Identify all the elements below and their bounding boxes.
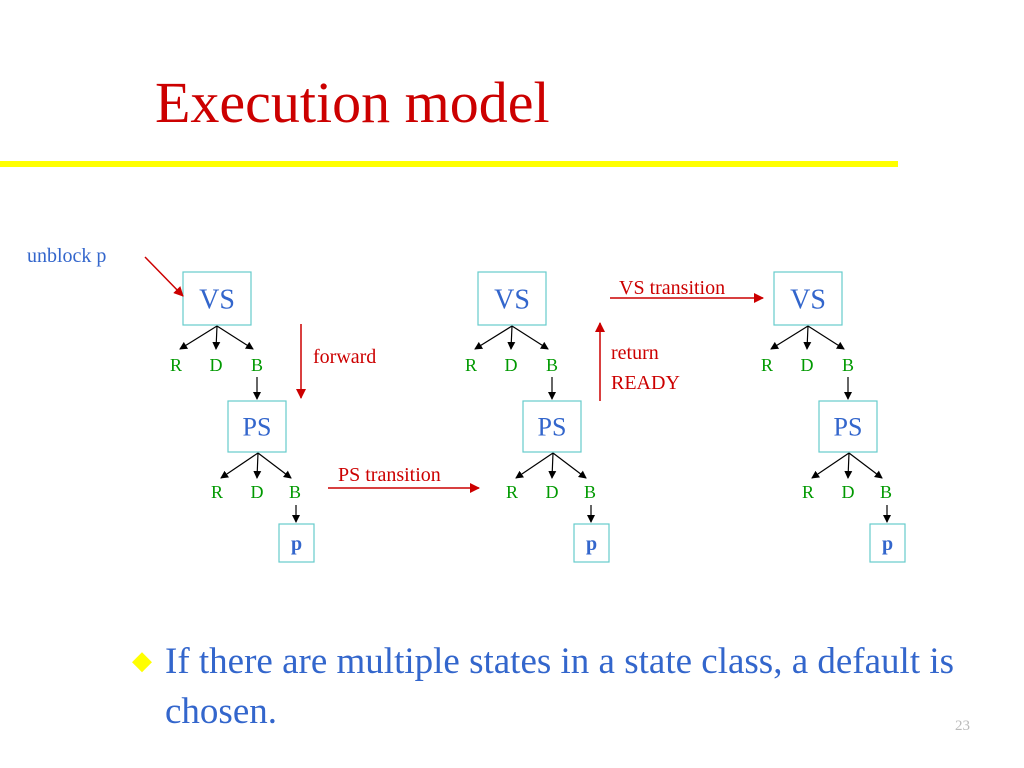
panel-2-ps-label: PS	[538, 413, 567, 442]
panel-2-ps-child-3: B	[584, 482, 596, 502]
unblock-label: unblock p	[27, 245, 106, 267]
panel-3-vs-label: VS	[790, 284, 826, 315]
diamond-bullet-icon: ◆	[132, 646, 152, 675]
panel-1-ps-label: PS	[243, 413, 272, 442]
panel-3-vs-arrow-3	[807, 325, 845, 350]
panel-3-vs-arrow-1	[770, 325, 809, 350]
panel-2-p-box	[573, 523, 610, 563]
panel-1-p-label: p	[291, 533, 302, 555]
panel-1-vs-child-1: R	[170, 355, 182, 375]
panel-3-ps-label: PS	[834, 413, 863, 442]
panel-1-vs-label: VS	[199, 284, 235, 315]
panel-1-ps-arrow-2	[253, 452, 262, 479]
panel-1-vs-arrow-2	[212, 325, 221, 350]
panel-1-vs-arrow-1	[179, 325, 218, 350]
panel-2-vs-child-3: B	[546, 355, 558, 375]
panel-1-vs-child-2: D	[210, 355, 223, 375]
panel-3-vs-child-2: D	[801, 355, 814, 375]
panel-1-p-box	[278, 523, 315, 563]
panel-3-ps-arrow-1	[811, 452, 850, 479]
panel-3-ps-child-3: B	[880, 482, 892, 502]
panel-3-p-box	[869, 523, 906, 563]
panel-3-vs-arrow-2	[803, 325, 812, 350]
vs-transition-label: VS transition	[619, 277, 725, 299]
panel-1-ps-arrow-3	[257, 452, 292, 479]
panel-2-vs-arrow-3	[511, 325, 549, 350]
panel-3-p-label: p	[882, 533, 893, 555]
panel-2-ps-arrow-2	[548, 452, 557, 479]
panel-1-ps-child-3: B	[289, 482, 301, 502]
title-underline	[0, 161, 898, 167]
panel-2-ps-arrow-3	[552, 452, 587, 479]
bullet-text: If there are multiple states in a state …	[165, 641, 955, 732]
return-label: return	[611, 342, 659, 364]
panels: VS R D B PS R D Bp VS R D B PS R D Bp VS R D B PS R D Bp	[170, 271, 906, 563]
panel-2-vs-arrow-1	[474, 325, 513, 350]
panel-2-ps-child-2: D	[546, 482, 559, 502]
panel-3-vs-child-1: R	[761, 355, 773, 375]
unblock-arrow	[144, 256, 184, 297]
panel-1-vs-box	[182, 271, 252, 326]
panel-2-p-label: p	[586, 533, 597, 555]
panel-2-ps-arrow-1	[515, 452, 554, 479]
ready-label: READY	[611, 372, 680, 394]
panel-3-vs-box	[773, 271, 843, 326]
panel-1-vs-child-3: B	[251, 355, 263, 375]
panel-2-vs-label: VS	[494, 284, 530, 315]
panel-1-ps-child-1: R	[211, 482, 223, 502]
panel-1-ps-box	[227, 400, 287, 453]
panel-1-ps-arrow-1	[220, 452, 259, 479]
panel-3-vs-child-3: B	[842, 355, 854, 375]
panel-3-ps-arrow-2	[844, 452, 853, 479]
panel-2-vs-arrow-2	[507, 325, 516, 350]
panel-2-vs-child-2: D	[505, 355, 518, 375]
panel-2-vs-child-1: R	[465, 355, 477, 375]
panel-2-vs-box	[477, 271, 547, 326]
panel-3-ps-arrow-3	[848, 452, 883, 479]
panel-2-ps-child-1: R	[506, 482, 518, 502]
panel-3-ps-child-2: D	[842, 482, 855, 502]
panel-2-ps-box	[522, 400, 582, 453]
panel-3-ps-child-1: R	[802, 482, 814, 502]
panel-1-ps-child-2: D	[251, 482, 264, 502]
panel-3-ps-box	[818, 400, 878, 453]
forward-label: forward	[313, 346, 376, 368]
panel-1-vs-arrow-3	[216, 325, 254, 350]
ps-transition-label: PS transition	[338, 464, 441, 486]
slide-title: Execution model	[155, 70, 550, 135]
page-number: 23	[955, 718, 970, 734]
